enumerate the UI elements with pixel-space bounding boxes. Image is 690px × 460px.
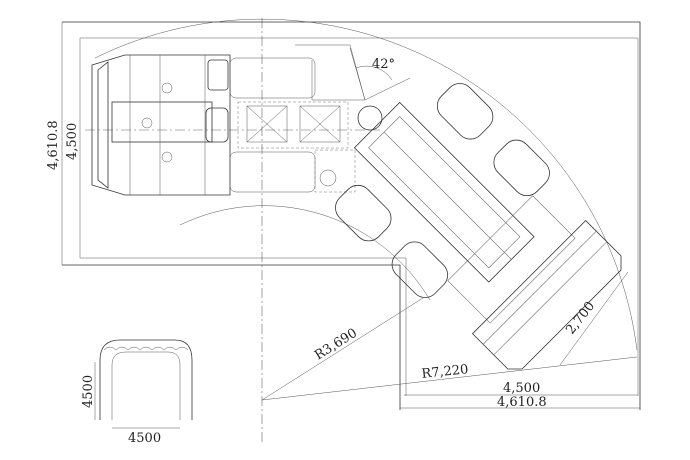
angle-arc: [355, 65, 393, 81]
outer-turning-arc: [94, 18, 638, 351]
tunnel-height-label: 4500: [81, 375, 96, 408]
angle-lines: [349, 47, 411, 101]
tunnel-envelope: [62, 21, 641, 410]
front-unit: [91, 44, 366, 196]
inner-turning-arc: [179, 205, 431, 301]
outer-height-label: 4,610.8: [46, 120, 61, 170]
rear-unit: [335, 83, 622, 370]
tunnel-width-label: 4500: [128, 431, 161, 446]
bucket-dim-line: [559, 271, 629, 366]
bottom-inner-width-label: 4,500: [503, 381, 540, 396]
inner-radius-line: [261, 297, 424, 401]
tunnel-section-icon: [94, 339, 193, 429]
bucket-width-label: 2,700: [563, 299, 598, 338]
inner-height-label: 4,500: [65, 123, 80, 160]
left-dimension-lines: [61, 22, 81, 265]
inner-radius-label: R3,690: [312, 326, 360, 364]
outer-radius-label: R7,220: [421, 362, 469, 382]
bottom-outer-width-label: 4,610.8: [497, 395, 547, 410]
articulation-angle-label: 42°: [372, 57, 395, 72]
outer-radius-line: [261, 356, 638, 401]
